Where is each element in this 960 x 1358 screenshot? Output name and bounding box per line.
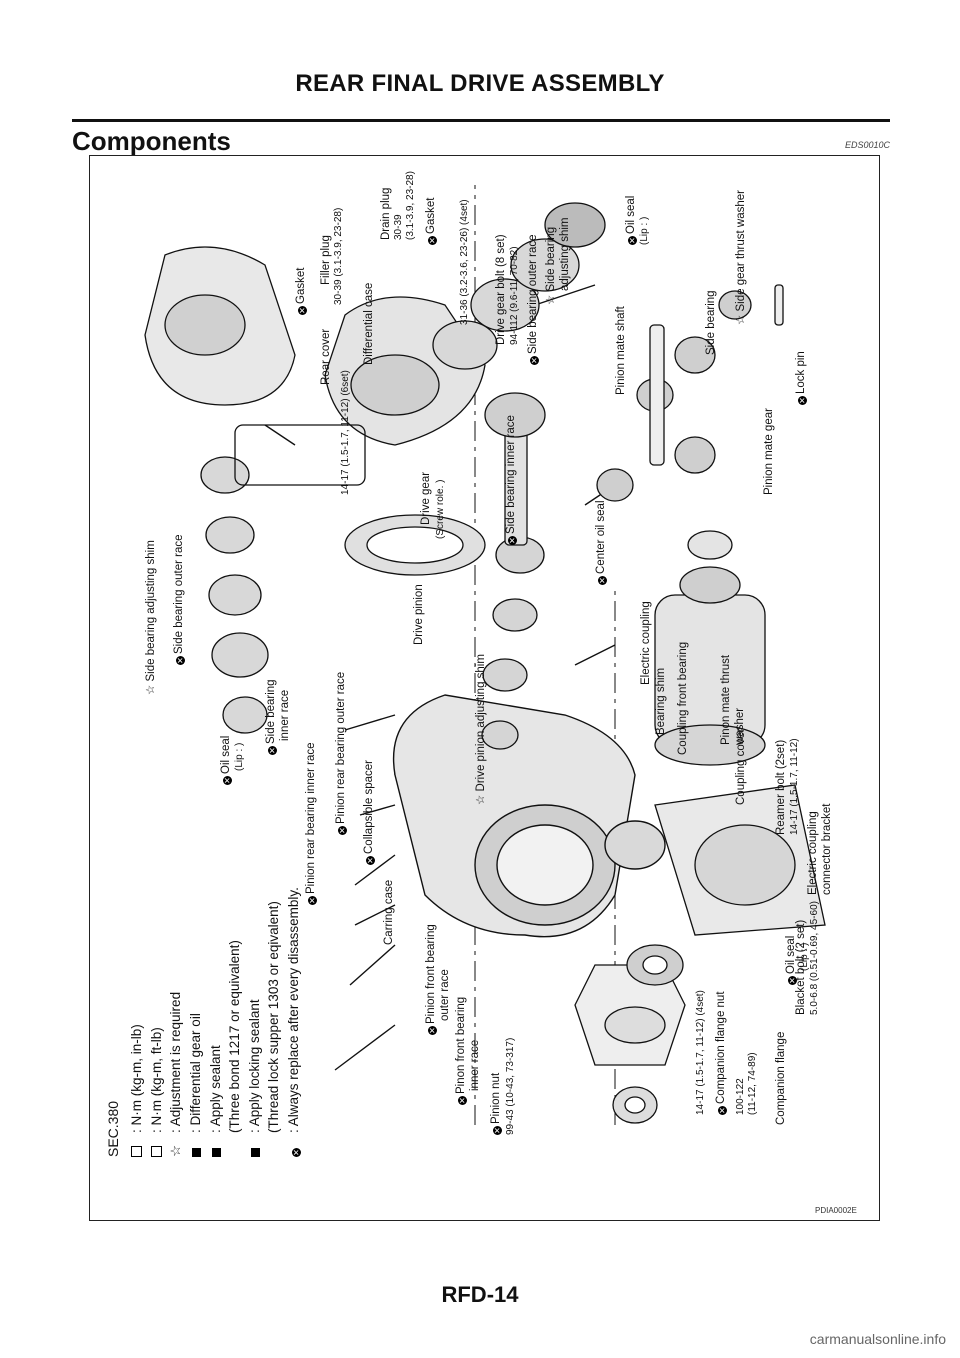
legend-row: : N·m (kg-m, ft-lb) [147, 887, 167, 1157]
label-side-bearing-outer-l: ✕Side bearing outer race [173, 534, 185, 665]
label-reamer-bolt-torque: 14-17 (1.5-1.7, 11-12) [789, 738, 800, 835]
label-side-bearing: Side bearing [705, 290, 717, 355]
label-companion-flange-nut: ✕Companion flange nut [715, 991, 727, 1115]
label-gasket-torque: 14-17 (1.5-1.7, 11-12) (6set) [340, 370, 351, 495]
label-pinion-mate-thrust-2: washer [734, 707, 746, 745]
label-side-bearing-inner-l-2: inner race [279, 689, 291, 741]
label-center-oil-seal: ✕Center oil seal [595, 500, 607, 585]
legend-row: : Apply locking sealant [245, 887, 265, 1157]
figure-id: PDIA0002E [815, 1206, 857, 1215]
label-ec-bracket-2: connector bracket [821, 803, 833, 895]
label-drain-plug-torque-2: (3.1-3.9, 23-28) [405, 171, 416, 240]
label-side-bearing-inner-l: ✕Side bearing [265, 679, 277, 755]
label-drive-pinion-adj-shim: ☆ Drive pinion adjusting shim [475, 654, 487, 805]
label-pinion-nut: ✕Pinion nut [490, 1072, 502, 1135]
label-pinion-front-inner: ✕Pinon front bearing [455, 996, 467, 1105]
label-oil-seal-r: ✕Oil seal [625, 195, 637, 245]
label-oil-seal-l: ✕Oil seal [220, 735, 232, 785]
label-side-bearing-outer-r: ✕Side bearing outer race [527, 234, 539, 365]
label-gasket: ✕Gasket [295, 267, 307, 315]
label-pinion-front-outer: ✕Pinion front bearing [425, 924, 437, 1035]
label-pinion-front-inner-2: inner race [469, 1039, 481, 1091]
label-oil-seal-c: ✕Oil seal [785, 935, 797, 985]
label-pinion-mate-shaft: Pinion mate shaft [615, 306, 627, 395]
sec-code: SEC.380 [105, 1100, 121, 1157]
exploded-diagram: SEC.380 : N·m (kg-m, in-lb) : N·m (kg-m,… [95, 155, 855, 1185]
label-filler-plug: Filler plug [320, 235, 332, 285]
label-cf-nut-torque: 100-122 [735, 1078, 746, 1115]
label-side-bearing-adj-shim-r-2: adjusting shim [559, 217, 571, 291]
label-oil-seal-r-lip: (Lip : ) [639, 216, 650, 245]
torque-ft-lb-icon [150, 1146, 162, 1157]
label-carring-case: Carring case [383, 879, 395, 945]
legend-row: : Apply sealant [206, 887, 226, 1157]
legend-row: : N·m (kg-m, in-lb) [127, 887, 147, 1157]
label-lock-pin: ✕Lock pin [795, 351, 807, 405]
page-number: RFD-14 [441, 1282, 519, 1307]
label-cf-nut-torque-2: (11-12, 74-89) [747, 1052, 758, 1115]
header-rule [72, 119, 890, 122]
oil-icon [191, 1148, 201, 1157]
label-pinion-mate-gear: Pinion mate gear [763, 408, 775, 495]
page-header-title: REAR FINAL DRIVE ASSEMBLY [295, 70, 665, 97]
label-drain-plug: Drain plug [380, 187, 392, 240]
legend-row: ✕: Always replace after every disassembl… [285, 887, 301, 1157]
label-electric-coupling: Electric coupling [640, 601, 652, 685]
label-bearing-shim: Bearing shim [655, 667, 667, 735]
legend: SEC.380 : N·m (kg-m, in-lb) : N·m (kg-m,… [103, 887, 303, 1157]
figure-frame [89, 155, 880, 1221]
label-case-bolt-torque: 14-17 (1.5-1.7, 11-12) (4set) [695, 990, 706, 1115]
label-bracket-bolt-torque: 5.0-6.8 (0.51-0.69, 45-60) [809, 901, 820, 1015]
label-cover-bolt-torque: 31-36 (3.2-3.6, 23-26) (4set) [459, 199, 470, 325]
locking-sealant-icon [250, 1148, 260, 1157]
label-coupling-front-bearing: Coupling front bearing [677, 641, 689, 755]
watermark: carmanualsonline.info [809, 1331, 946, 1347]
label-oil-seal-l-lip: (Lip : ) [234, 742, 245, 771]
label-pinion-rear-outer: ✕Pinion rear bearing outer race [335, 671, 347, 835]
label-drive-gear-bolt-torque: 94-112 (9.6-11, 70-82) [509, 246, 520, 345]
label-pinion-rear-inner: ✕Pinion rear bearing inner race [305, 742, 317, 905]
label-pinion-mate-thrust: Pinon mate thrust [720, 654, 732, 745]
label-side-bearing-adj-shim-r: ☆ Side bearing [545, 226, 557, 305]
label-drive-pinion: Drive pinion [413, 584, 425, 645]
label-differential-case: Differential case [363, 282, 375, 365]
label-side-gear-thrust: ☆ Side gear thrust washer [735, 190, 747, 325]
label-pinion-nut-torque: 99-43 (10-43, 73-317) [505, 1037, 516, 1135]
legend-row: (Three bond 1217 or equivalent) [227, 940, 243, 1133]
label-drive-gear: Drive gear [420, 471, 432, 525]
sealant-icon [211, 1148, 221, 1157]
label-drive-gear-bolt: Drive gear bolt (8 set) [495, 234, 507, 345]
legend-row: ☆: Adjustment is required [168, 991, 184, 1157]
label-gasket-2: ✕Gasket [425, 197, 437, 245]
label-collapsible-spacer: ✕Collapsible spacer [363, 760, 375, 865]
section-code: EDS0010C [844, 140, 890, 150]
label-side-bearing-adj-shim-l: ☆ Side bearing adjusting shim [145, 540, 157, 695]
label-filler-plug-torque: 30-39 (3.1-3.9, 23-28) [333, 207, 344, 305]
label-companion-flange: Companion flange [775, 1031, 787, 1125]
legend-row: (Thread lock supper 1303 or eqivalent) [266, 901, 282, 1133]
replace-icon: ✕ [291, 1148, 301, 1157]
label-pinion-front-outer-2: outer race [439, 969, 451, 1021]
label-side-bearing-inner-r: ✕Side bearing inner race [505, 415, 517, 545]
label-drive-gear-note: (Screw role. ) [435, 479, 446, 539]
diagram-drawing [144, 185, 826, 1125]
section-title: Components [72, 126, 231, 156]
torque-in-lb-icon [131, 1146, 143, 1157]
legend-row: : Differential gear oil [186, 887, 206, 1157]
label-reamer-bolt: Reamer bolt (2set) [775, 739, 787, 835]
label-ec-bracket: Electric coupling [807, 811, 819, 895]
label-rear-cover: Rear cover [320, 328, 332, 385]
label-oil-seal-c-lip: (Lip : ) [799, 942, 810, 971]
label-drain-plug-torque: 30-39 [393, 214, 404, 240]
